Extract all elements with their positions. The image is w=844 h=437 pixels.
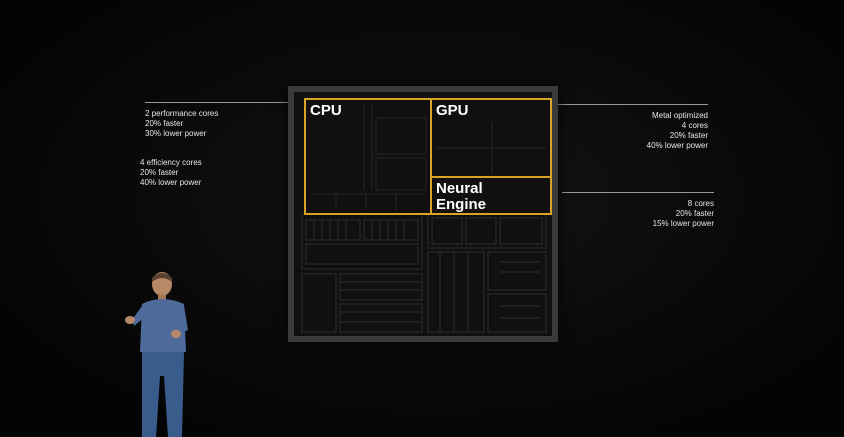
callout-line: 4 cores — [681, 121, 708, 130]
cpu-block: CPU — [304, 98, 432, 215]
callout-line: 20% faster — [669, 131, 708, 140]
callout-line: 2 performance cores — [145, 109, 219, 118]
neural-engine-label: Neural Engine — [436, 181, 486, 213]
neural-engine-label-line2: Engine — [436, 196, 487, 213]
callout-line: 20% faster — [145, 119, 184, 128]
cpu-label: CPU — [310, 102, 342, 119]
neural-engine-callout-line — [562, 192, 714, 193]
gpu-label: GPU — [436, 102, 469, 119]
callout-line: 20% faster — [140, 168, 179, 177]
callout-line: Metal optimized — [651, 111, 708, 120]
callout-line: 30% lower power — [145, 129, 207, 138]
neural-engine-callout: 8 cores 20% faster 15% lower power — [616, 199, 714, 229]
gpu-callout: Metal optimized 4 cores 20% faster 40% l… — [610, 111, 708, 151]
cpu-efficiency-callout: 4 efficiency cores 20% faster 40% lower … — [140, 158, 202, 188]
callout-line: 40% lower power — [646, 141, 708, 150]
callout-line: 15% lower power — [652, 219, 714, 228]
callout-line: 4 efficiency cores — [140, 158, 202, 167]
callout-line: 40% lower power — [140, 178, 202, 187]
die-circuitry — [301, 213, 547, 333]
gpu-block: GPU — [430, 98, 552, 178]
cpu-callout-line — [145, 102, 295, 103]
presenter-figure — [125, 272, 188, 437]
cpu-performance-callout: 2 performance cores 20% faster 30% lower… — [145, 109, 218, 139]
neural-engine-label-line1: Neural — [436, 180, 483, 197]
gpu-callout-line — [558, 104, 708, 105]
gpu-circuitry — [436, 122, 546, 174]
neural-engine-block: Neural Engine — [430, 176, 552, 215]
cpu-circuitry — [310, 104, 427, 210]
chip-die: CPU GPU Neural Engine — [288, 86, 558, 342]
callout-line: 20% faster — [675, 209, 714, 218]
callout-line: 8 cores — [687, 199, 714, 208]
